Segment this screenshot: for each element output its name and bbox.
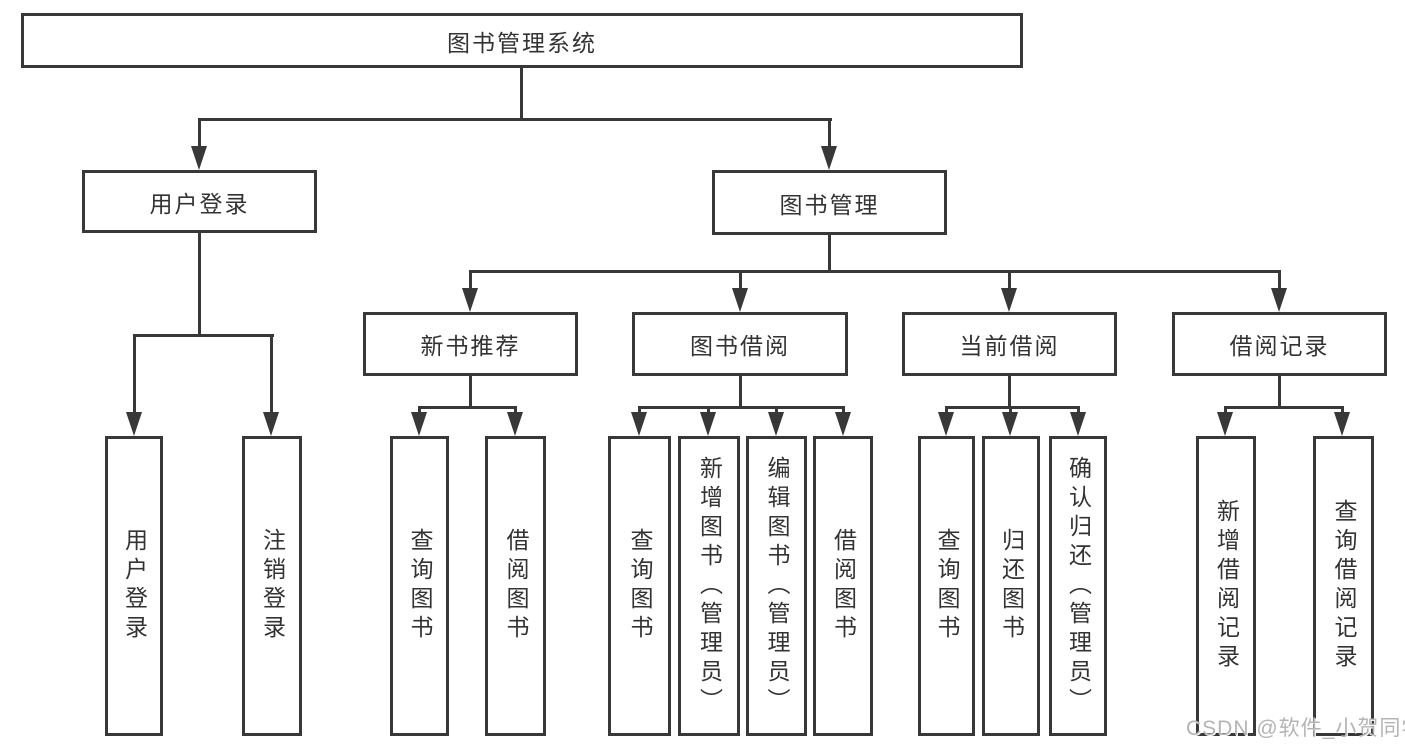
- connector-recommend-drop-1: [418, 406, 421, 416]
- connector-root-left-drop: [198, 118, 201, 150]
- arrow-down-icon: [1271, 288, 1287, 312]
- arrow-down-icon: [732, 288, 748, 312]
- node-user-login: 用户登录: [82, 170, 317, 233]
- leaf-edit-books-admin: 编辑图书（管理员）: [746, 436, 807, 736]
- connector-recommend-split: [418, 406, 517, 409]
- leaf-borrow-query-books: 查询图书: [608, 436, 671, 736]
- leaf-edit-books-admin-label: 编辑图书（管理员）: [764, 455, 790, 717]
- connector-bookmgmt-stem: [828, 235, 831, 272]
- arrow-down-icon: [462, 288, 478, 312]
- arrow-down-icon: [1002, 412, 1018, 436]
- connector-recommend-stem: [469, 376, 472, 409]
- connector-borrow-split: [638, 406, 845, 409]
- node-borrow-records: 借阅记录: [1172, 312, 1387, 376]
- connector-borrow-drop-1: [638, 406, 641, 416]
- connector-records-drop-1: [1224, 406, 1227, 416]
- connector-recommend-drop-2: [514, 406, 517, 416]
- connector-root-split: [198, 118, 832, 121]
- leaf-recommend-borrow-books-label: 借阅图书: [503, 528, 529, 644]
- connector-borrow-drop-4: [842, 406, 845, 416]
- leaf-add-books-admin: 新增图书（管理员）: [678, 436, 740, 736]
- csdn-watermark: CSDN @软件_小贺同学: [1186, 717, 1405, 740]
- connector-root-stem: [520, 68, 523, 120]
- arrow-down-icon: [1217, 412, 1233, 436]
- node-root: 图书管理系统: [21, 13, 1023, 68]
- node-borrow-records-label: 借阅记录: [1229, 333, 1330, 359]
- arrow-down-icon: [263, 412, 279, 436]
- leaf-confirm-return-admin-label: 确认归还（管理员）: [1065, 455, 1092, 717]
- leaf-logout: 注销登录: [242, 436, 302, 736]
- leaf-current-query-books: 查询图书: [918, 436, 975, 736]
- node-current-borrow: 当前借阅: [902, 312, 1117, 376]
- connector-records-split: [1224, 406, 1344, 409]
- connector-records-stem: [1278, 376, 1281, 409]
- node-new-book-recommend-label: 新书推荐: [420, 333, 521, 359]
- leaf-return-books-label: 归还图书: [998, 528, 1025, 644]
- connector-bookmgmt-split: [469, 270, 1281, 273]
- connector-userlogin-drop-1: [133, 334, 136, 414]
- leaf-query-borrow-record-label: 查询借阅记录: [1331, 499, 1357, 673]
- arrow-down-icon: [1334, 412, 1350, 436]
- node-book-management: 图书管理: [712, 170, 947, 235]
- arrow-down-icon: [507, 412, 523, 436]
- leaf-confirm-return-admin: 确认归还（管理员）: [1049, 436, 1107, 736]
- leaf-return-books: 归还图书: [982, 436, 1040, 736]
- node-book-management-label: 图书管理: [779, 191, 880, 218]
- arrow-down-icon: [126, 412, 142, 436]
- leaf-recommend-query-books-label: 查询图书: [407, 528, 433, 644]
- leaf-add-books-admin-label: 新增图书（管理员）: [696, 455, 723, 717]
- connector-bookmgmt-drop-4: [1278, 270, 1281, 290]
- connector-bookmgmt-drop-3: [1008, 270, 1011, 290]
- connector-bookmgmt-drop-1: [469, 270, 472, 290]
- connector-borrow-drop-3: [775, 406, 778, 416]
- arrow-down-icon: [821, 146, 837, 170]
- arrow-down-icon: [938, 412, 954, 436]
- connector-bookmgmt-drop-2: [739, 270, 742, 290]
- leaf-recommend-query-books: 查询图书: [390, 436, 449, 736]
- node-root-label: 图书管理系统: [447, 29, 597, 56]
- leaf-logout-label: 注销登录: [259, 528, 286, 644]
- arrow-down-icon: [191, 146, 207, 170]
- arrow-down-icon: [768, 412, 784, 436]
- arrow-down-icon: [700, 412, 716, 436]
- connector-current-drop-3: [1077, 406, 1080, 416]
- connector-current-drop-1: [945, 406, 948, 416]
- node-current-borrow-label: 当前借阅: [959, 333, 1060, 359]
- leaf-borrow-query-books-label: 查询图书: [627, 528, 653, 644]
- connector-userlogin-split: [133, 334, 274, 337]
- connector-borrow-stem: [739, 376, 742, 409]
- node-book-borrow-label: 图书借阅: [690, 333, 790, 359]
- connector-current-split: [945, 406, 1080, 409]
- leaf-add-borrow-record: 新增借阅记录: [1196, 436, 1256, 736]
- connector-userlogin-drop-2: [270, 334, 273, 414]
- leaf-user-login-label: 用户登录: [121, 528, 148, 644]
- connector-current-stem: [1008, 376, 1011, 409]
- leaf-query-borrow-record: 查询借阅记录: [1313, 436, 1374, 736]
- node-user-login-label: 用户登录: [149, 190, 250, 217]
- connector-current-drop-2: [1009, 406, 1012, 416]
- connector-root-right-drop: [828, 118, 831, 150]
- leaf-user-login: 用户登录: [105, 436, 163, 736]
- leaf-recommend-borrow-books: 借阅图书: [485, 436, 546, 736]
- arrow-down-icon: [835, 412, 851, 436]
- node-new-book-recommend: 新书推荐: [363, 312, 578, 376]
- leaf-current-query-books-label: 查询图书: [934, 528, 960, 644]
- leaf-borrow-books: 借阅图书: [813, 436, 873, 736]
- arrow-down-icon: [1070, 412, 1086, 436]
- connector-userlogin-stem: [198, 233, 201, 336]
- arrow-down-icon: [411, 412, 427, 436]
- leaf-borrow-books-label: 借阅图书: [830, 528, 857, 644]
- connector-records-drop-2: [1341, 406, 1344, 416]
- connector-borrow-drop-2: [707, 406, 710, 416]
- node-book-borrow: 图书借阅: [632, 312, 848, 376]
- arrow-down-icon: [1001, 288, 1017, 312]
- leaf-add-borrow-record-label: 新增借阅记录: [1213, 499, 1240, 673]
- arrow-down-icon: [631, 412, 647, 436]
